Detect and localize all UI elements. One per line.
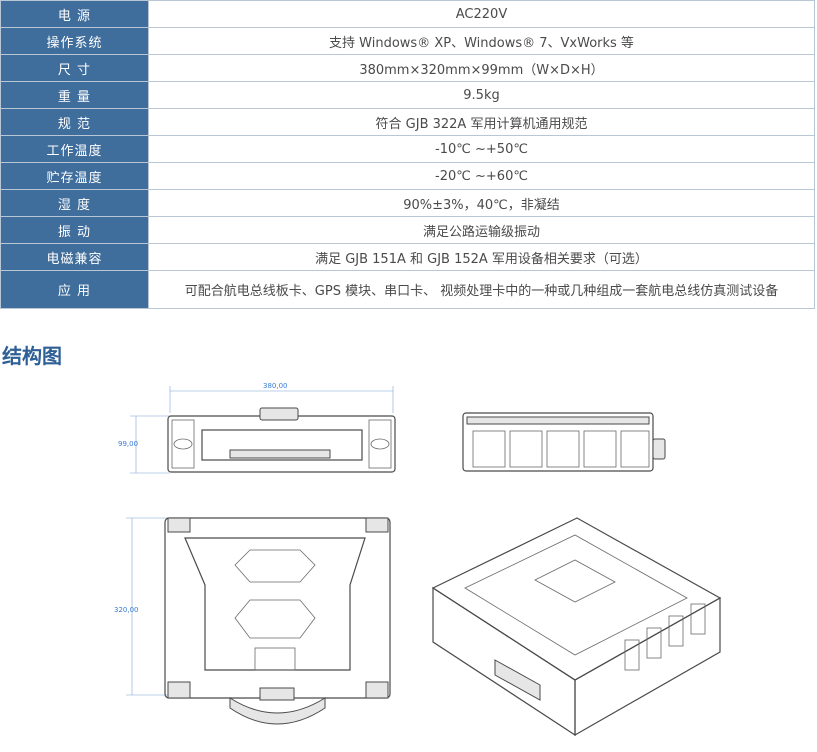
front-handle xyxy=(259,407,299,421)
iso-vent-2 xyxy=(646,627,662,659)
lid-lower-plate xyxy=(234,599,316,639)
table-row: 电磁兼容满足 GJB 151A 和 GJB 152A 军用设备相关要求（可选） xyxy=(0,243,815,271)
side-view-drawing xyxy=(462,412,666,472)
row-label: 电 源 xyxy=(0,0,149,28)
row-value: 满足公路运输级振动 xyxy=(148,216,815,244)
side-vent-4 xyxy=(583,430,617,468)
lid-upper-plate xyxy=(234,549,316,583)
table-row: 规 范符合 GJB 322A 军用计算机通用规范 xyxy=(0,108,815,136)
row-label: 振 动 xyxy=(0,216,149,244)
corner-bumper-tl xyxy=(167,517,191,533)
lid-label-plate xyxy=(254,647,296,671)
row-label: 工作温度 xyxy=(0,135,149,163)
front-port-bay xyxy=(201,429,363,461)
row-label: 操作系统 xyxy=(0,27,149,55)
row-value: 380mm×320mm×99mm（W×D×H） xyxy=(148,54,815,82)
table-row: 振 动满足公路运输级振动 xyxy=(0,216,815,244)
iso-vent-4 xyxy=(690,603,706,635)
corner-bumper-bl xyxy=(167,681,191,699)
side-handle xyxy=(652,438,666,460)
side-vent-3 xyxy=(546,430,580,468)
table-row: 操作系统支持 Windows® XP、Windows® 7、VxWorks 等 xyxy=(0,27,815,55)
height-dimension-label: 99,00 xyxy=(118,440,138,448)
front-left-panel xyxy=(171,419,195,469)
width-dimension-label: 380,00 xyxy=(263,382,288,390)
front-connector-strip xyxy=(229,449,331,459)
iso-front-face xyxy=(432,586,576,737)
row-label: 尺 寸 xyxy=(0,54,149,82)
side-vent-1 xyxy=(472,430,506,468)
row-label: 应 用 xyxy=(0,270,149,309)
row-label: 电磁兼容 xyxy=(0,243,149,271)
row-value: -20℃ ~+60℃ xyxy=(148,162,815,190)
iso-top-face xyxy=(431,517,722,681)
table-row: 应 用可配合航电总线板卡、GPS 模块、串口卡、 视频处理卡中的一种或几种组成一… xyxy=(0,270,815,309)
front-left-vent xyxy=(173,438,193,450)
row-value: 90%±3%，40℃，非凝结 xyxy=(148,189,815,217)
row-value: 满足 GJB 151A 和 GJB 152A 军用设备相关要求（可选） xyxy=(148,243,815,271)
side-vent-5 xyxy=(620,430,650,468)
table-row: 工作温度-10℃ ~+50℃ xyxy=(0,135,815,163)
front-right-vent xyxy=(370,438,390,450)
side-top-rail xyxy=(466,416,650,425)
iso-vent-3 xyxy=(668,615,684,647)
row-value: 支持 Windows® XP、Windows® 7、VxWorks 等 xyxy=(148,27,815,55)
corner-bumper-tr xyxy=(365,517,389,533)
row-label: 规 范 xyxy=(0,108,149,136)
lid-rib-outline xyxy=(184,537,366,671)
row-label: 湿 度 xyxy=(0,189,149,217)
row-value: AC220V xyxy=(148,0,815,28)
iso-lid-plate xyxy=(534,559,616,603)
row-value: 9.5kg xyxy=(148,81,815,109)
iso-carry-handle xyxy=(494,659,541,701)
isometric-view-drawing xyxy=(431,517,722,737)
top-body xyxy=(164,517,391,699)
row-label: 贮存温度 xyxy=(0,162,149,190)
front-right-panel xyxy=(368,419,392,469)
section-title: 结构图 xyxy=(2,344,62,368)
front-view-drawing: 380,00 99,00 xyxy=(118,382,396,474)
row-label: 重 量 xyxy=(0,81,149,109)
side-vent-2 xyxy=(509,430,543,468)
corner-bumper-br xyxy=(365,681,389,699)
table-row: 贮存温度-20℃ ~+60℃ xyxy=(0,162,815,190)
latch xyxy=(259,687,295,701)
row-value: 符合 GJB 322A 军用计算机通用规范 xyxy=(148,108,815,136)
row-value: 可配合航电总线板卡、GPS 模块、串口卡、 视频处理卡中的一种或几种组成一套航电… xyxy=(148,270,815,309)
row-value: -10℃ ~+50℃ xyxy=(148,135,815,163)
iso-side-face xyxy=(574,596,721,737)
iso-lid-rib xyxy=(464,534,688,656)
top-view-drawing: 320,00 xyxy=(114,517,391,725)
carry-handle xyxy=(229,697,326,725)
depth-dimension-label: 320,00 xyxy=(114,606,139,614)
iso-vent-1 xyxy=(624,639,640,671)
